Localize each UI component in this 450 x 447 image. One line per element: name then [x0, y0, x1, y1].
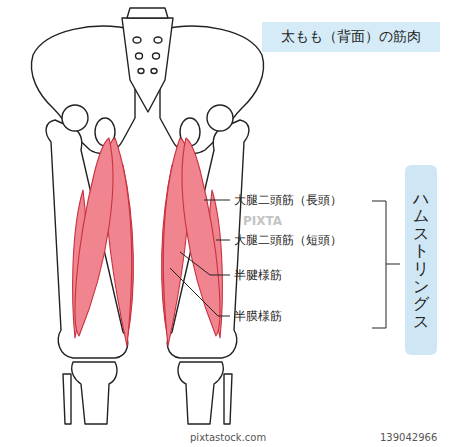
title-text: 太もも（背面）の筋肉 [281, 28, 421, 46]
muscle-label: 半膜様筋 [234, 308, 282, 325]
title-box: 太もも（背面）の筋肉 [262, 22, 440, 52]
watermark: pixtastock.com [190, 432, 266, 443]
muscle-label: 半腱様筋 [234, 267, 282, 284]
watermark: 139042966 [380, 432, 437, 443]
group-label-box: ハムストリングス [405, 165, 437, 355]
watermark: PIXTA [243, 214, 282, 228]
vertical-label: ハムストリングス [413, 190, 429, 331]
muscle-label: 大腿二頭筋（短頭） [234, 232, 342, 249]
muscle-label: 大腿二頭筋（長頭） [234, 192, 342, 209]
